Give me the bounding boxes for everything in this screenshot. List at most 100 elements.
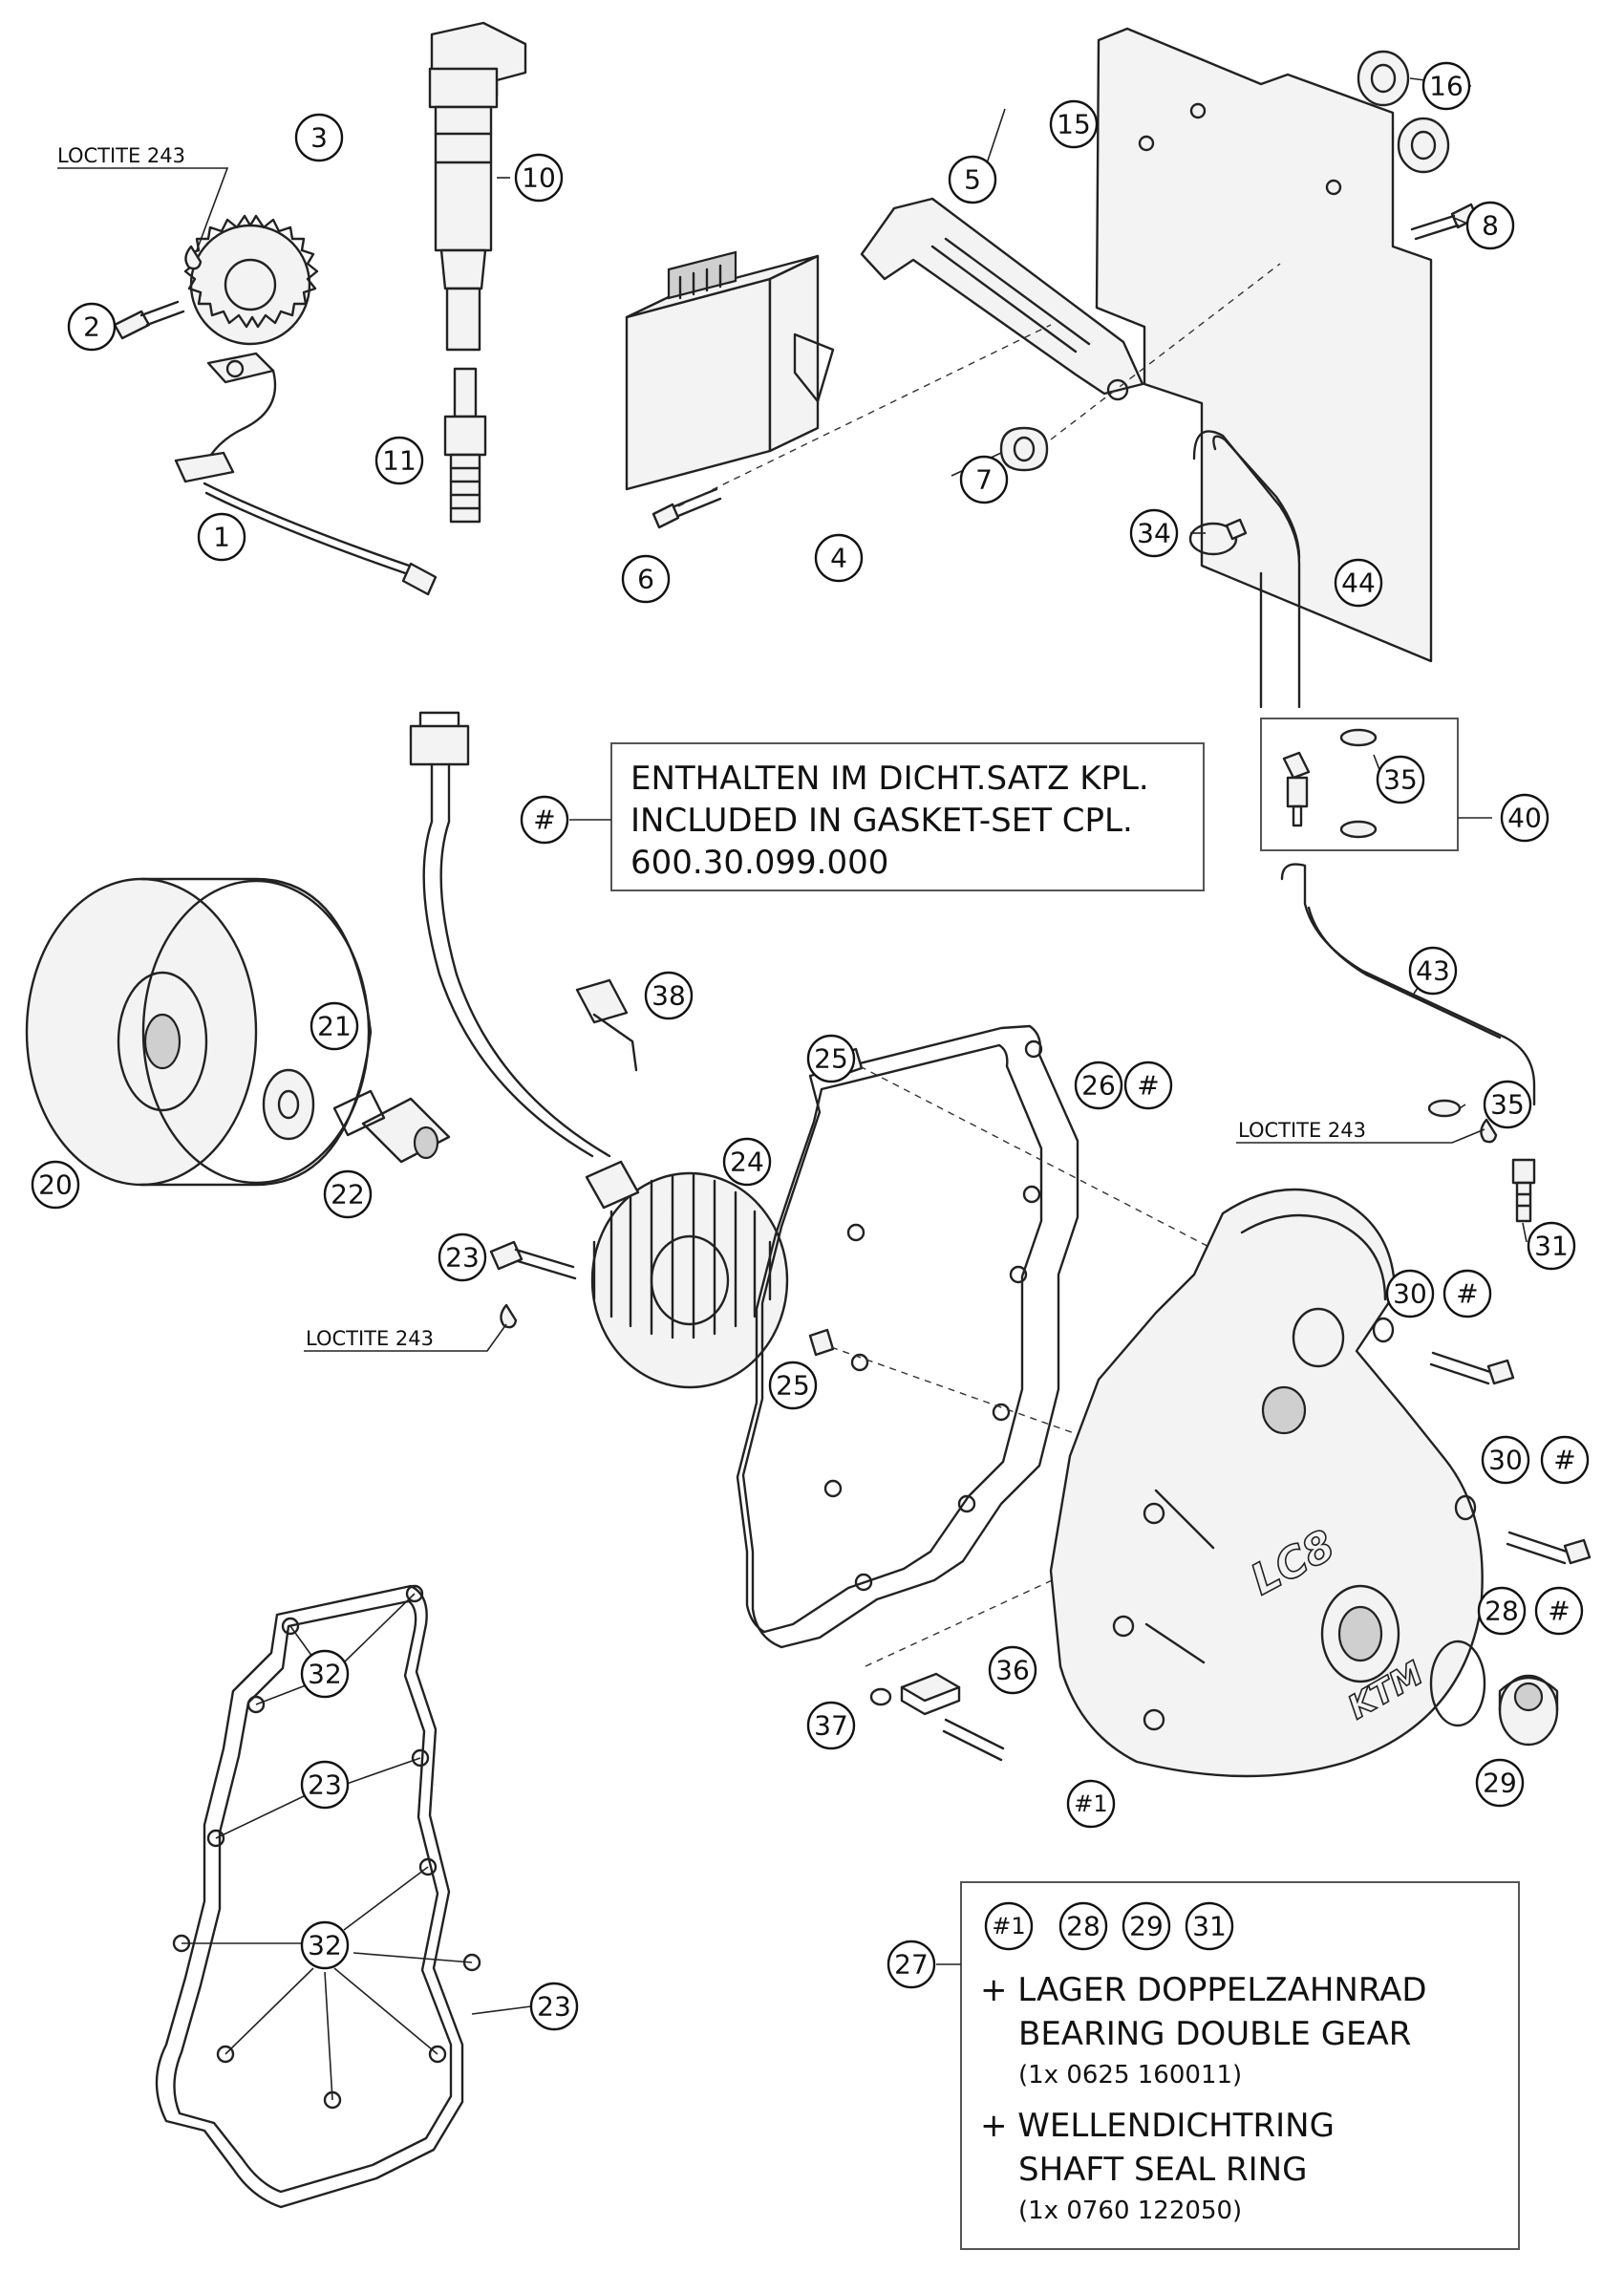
stator-wire xyxy=(409,711,611,1158)
kit-line-2: BEARING DOUBLE GEAR xyxy=(1018,2015,1411,2053)
kit-item-31: 31 xyxy=(1185,1901,1234,1951)
leader-32b xyxy=(182,1866,473,2101)
assembly-line-cover xyxy=(865,1575,1061,1667)
callout-35-ring: 35 xyxy=(1483,1080,1532,1129)
callout-24: 24 xyxy=(722,1137,772,1187)
loctite-drop-2 xyxy=(500,1303,518,1329)
svg-text:#: # xyxy=(1456,1278,1478,1310)
kit-line-1: + LAGER DOPPELZAHNRAD xyxy=(980,1971,1427,2009)
svg-text:28: 28 xyxy=(1485,1596,1519,1627)
svg-text:#1: #1 xyxy=(992,1913,1025,1940)
svg-text:23: 23 xyxy=(308,1769,342,1801)
screw-6 xyxy=(652,487,722,529)
svg-text:22: 22 xyxy=(331,1179,365,1211)
kit-item-28: 28 xyxy=(1058,1901,1108,1951)
callout-21: 21 xyxy=(310,1001,359,1051)
callout-32-upper: 32 xyxy=(300,1649,350,1699)
svg-text:25: 25 xyxy=(776,1370,810,1402)
gasket-set-box xyxy=(610,742,1205,891)
svg-text:2: 2 xyxy=(83,311,100,343)
loctite-2-leader xyxy=(304,1323,507,1352)
valve-rings-35 xyxy=(1339,728,1378,839)
svg-text:43: 43 xyxy=(1416,955,1450,987)
callout-44: 44 xyxy=(1334,558,1383,608)
callout-20: 20 xyxy=(31,1160,80,1210)
cable-clip-36 xyxy=(900,1672,1005,1762)
sensor-screw xyxy=(113,300,185,340)
hose-clamp-34 xyxy=(1188,518,1248,556)
callout-34: 34 xyxy=(1129,508,1179,558)
svg-text:#: # xyxy=(1553,1445,1575,1476)
callout-32-lower: 32 xyxy=(300,1920,350,1970)
svg-text:23: 23 xyxy=(537,1991,571,2023)
svg-text:#: # xyxy=(1548,1596,1570,1627)
callout-hash-28: # xyxy=(1534,1586,1584,1636)
callout-22: 22 xyxy=(323,1169,373,1219)
callout-23-gasket-right: 23 xyxy=(529,1982,579,2031)
callout-30-lower: 30 xyxy=(1481,1435,1530,1485)
callout-hash-gasket-note: # xyxy=(520,795,569,845)
callout-31: 31 xyxy=(1527,1221,1576,1271)
grommet-7 xyxy=(999,426,1049,472)
ignition-control-unit xyxy=(625,250,835,491)
svg-text:#: # xyxy=(1137,1070,1159,1102)
breather-hose-43 xyxy=(1280,863,1536,1106)
svg-text:28: 28 xyxy=(1066,1911,1100,1942)
callout-15: 15 xyxy=(1049,99,1099,149)
washer-37 xyxy=(869,1687,892,1706)
svg-text:30: 30 xyxy=(1393,1278,1427,1310)
callout-25-upper: 25 xyxy=(806,1034,856,1083)
callout-8: 8 xyxy=(1465,201,1515,250)
callout-hash-30-upper: # xyxy=(1442,1269,1492,1318)
dowel-25b xyxy=(808,1328,835,1357)
svg-text:10: 10 xyxy=(522,162,556,194)
cover-screw-30a xyxy=(1372,1317,1515,1385)
svg-text:35: 35 xyxy=(1490,1089,1525,1121)
ignition-coil xyxy=(428,21,527,352)
breather-valve xyxy=(1282,751,1311,827)
bracket-plate-15 xyxy=(1095,27,1433,663)
svg-text:32: 32 xyxy=(308,1659,342,1690)
svg-text:3: 3 xyxy=(310,122,328,154)
loctite-drop-3 xyxy=(1480,1118,1498,1144)
washer-21 xyxy=(262,1068,315,1141)
callout-hash1-cover: #1 xyxy=(1066,1779,1116,1829)
callout-5: 5 xyxy=(948,155,997,204)
cover-plug-29 xyxy=(1498,1674,1559,1747)
callout-4: 4 xyxy=(814,533,864,583)
svg-text:#1: #1 xyxy=(1074,1790,1107,1817)
callout-7: 7 xyxy=(959,455,1009,504)
ignition-cover: LC8 KTM xyxy=(1049,1188,1484,1778)
trigger-wheel xyxy=(183,214,319,346)
svg-text:21: 21 xyxy=(317,1011,352,1042)
svg-text:4: 4 xyxy=(830,543,847,574)
cover-gasket-26 xyxy=(736,1024,1079,1649)
kit-line-6: (1x 0760 122050) xyxy=(1018,2197,1242,2225)
callout-hash-26: # xyxy=(1123,1061,1173,1110)
svg-text:7: 7 xyxy=(975,464,993,496)
lower-gasket xyxy=(155,1584,481,2209)
control-unit-bracket xyxy=(860,197,1144,401)
svg-text:29: 29 xyxy=(1129,1911,1164,1942)
svg-text:1: 1 xyxy=(213,522,230,553)
svg-text:27: 27 xyxy=(894,1949,929,1981)
kit-item-hash1: #1 xyxy=(984,1901,1034,1951)
callout-30-upper: 30 xyxy=(1385,1269,1435,1318)
loctite-drop-1 xyxy=(184,245,203,270)
callout-29: 29 xyxy=(1475,1758,1525,1808)
callout-1: 1 xyxy=(197,512,246,562)
callout-10: 10 xyxy=(514,153,564,203)
svg-text:23: 23 xyxy=(445,1242,480,1274)
callout-27: 27 xyxy=(887,1940,936,1989)
callout-2: 2 xyxy=(67,302,117,352)
svg-text:35: 35 xyxy=(1383,764,1418,796)
cover-screw-30b xyxy=(1454,1494,1592,1565)
stator xyxy=(585,1160,789,1389)
grommets-16 xyxy=(1357,50,1450,174)
svg-text:31: 31 xyxy=(1192,1911,1227,1942)
callout-23-gasket: 23 xyxy=(300,1760,350,1810)
leader-23b xyxy=(215,1757,421,1839)
ring-35b xyxy=(1427,1099,1462,1118)
callout-43: 43 xyxy=(1408,946,1458,996)
